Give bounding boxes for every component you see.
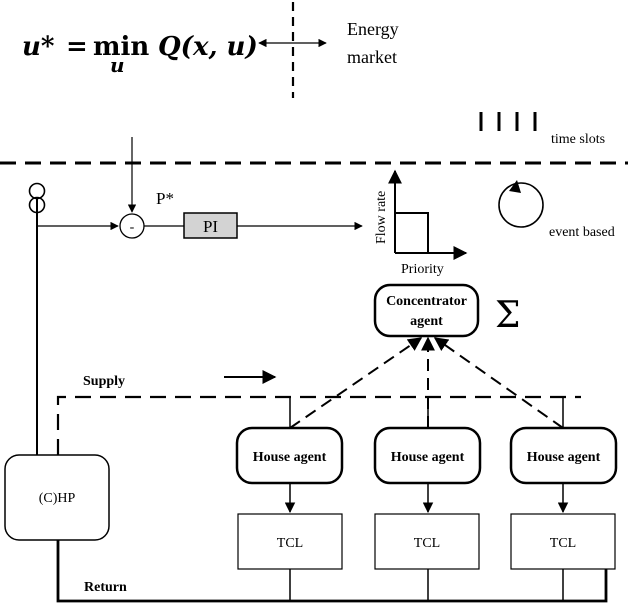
house-agent-label-3: House agent <box>527 450 601 465</box>
return-pipe <box>56 540 608 603</box>
house1-to-concentrator-arrow <box>289 337 423 429</box>
transformer-icon <box>28 182 46 215</box>
chart-xlabel: Priority <box>401 262 444 277</box>
event-based-label: event based <box>549 225 615 240</box>
tcl-label-2: TCL <box>414 536 440 551</box>
tcl-label-3: TCL <box>550 536 576 551</box>
house-agent-label-2: House agent <box>391 450 465 465</box>
tcl-box-3 <box>510 513 616 570</box>
house-to-tcl-arrows <box>284 483 569 514</box>
formula-rhs: Q(x, u) <box>158 32 258 62</box>
summing-sign: - <box>130 220 135 235</box>
formula-subscript: u <box>110 53 125 77</box>
return-label: Return <box>84 580 127 595</box>
house3-to-concentrator-arrow <box>433 337 564 429</box>
concentrator-label-line1: Concentrator <box>386 294 467 309</box>
supply-dashed-pipe <box>56 395 581 455</box>
pi-controller-block <box>183 212 238 239</box>
flow-priority-chart <box>388 169 468 260</box>
sigma-symbol: Σ <box>495 295 520 336</box>
supply-label: Supply <box>83 374 125 389</box>
house-agent-label-1: House agent <box>253 450 327 465</box>
time-slots-icon <box>479 112 537 131</box>
energy-market-label-line2: market <box>347 47 397 67</box>
pi-label: PI <box>203 217 218 236</box>
concentrator-agent-box <box>373 283 480 338</box>
return-taps <box>289 569 564 602</box>
tcl-label-1: TCL <box>277 536 303 551</box>
chart-ylabel: Flow rate <box>374 191 389 244</box>
formula-lhs: u* <box>22 32 55 62</box>
tcl-box-2 <box>374 513 480 570</box>
formula-min: min <box>93 32 149 62</box>
heat-pump-box <box>4 454 110 541</box>
event-based-icon <box>498 180 544 228</box>
aggregation-arrows <box>289 336 564 429</box>
heat-pump-label: (C)HP <box>39 491 76 506</box>
optimization-formula: u* = min u Q(x, u) <box>22 32 258 77</box>
energy-market-label-line1: Energy <box>347 19 399 39</box>
concentrator-label-line2: agent <box>410 314 443 329</box>
setpoint-label: P* <box>156 189 174 208</box>
formula-equals: = <box>66 32 88 62</box>
chart-step-curve <box>395 212 429 253</box>
supply-taps <box>289 397 564 428</box>
time-slots-label: time slots <box>551 132 605 147</box>
